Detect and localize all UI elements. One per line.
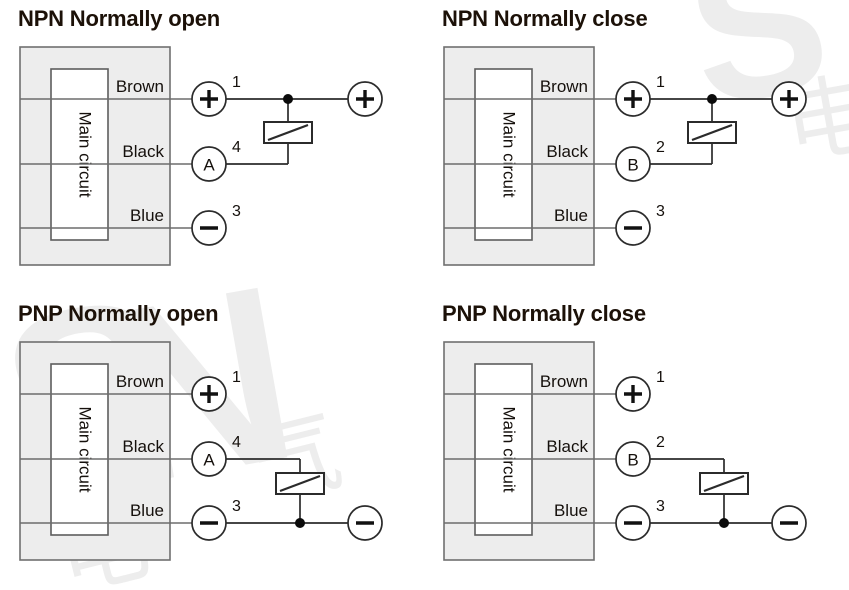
terminal-number-4: 4 <box>232 434 241 451</box>
main-circuit-box <box>474 68 533 241</box>
wire-label-blue: Blue <box>554 206 588 225</box>
terminal-number-1: 1 <box>656 74 665 91</box>
junction-dot <box>283 94 293 104</box>
terminal-number-1: 1 <box>232 74 241 91</box>
panel-title: NPN Normally close <box>442 6 648 31</box>
main-circuit-box <box>474 363 533 536</box>
wire-label-blue: Blue <box>554 501 588 520</box>
relay-slash-icon <box>703 474 745 493</box>
panel-title: PNP Normally open <box>18 301 219 326</box>
terminal-number-3: 3 <box>656 498 665 515</box>
wire-label-brown: Brown <box>540 372 588 391</box>
wire-label-blue: Blue <box>130 501 164 520</box>
relay-slash-icon <box>691 123 733 142</box>
main-circuit-box <box>50 68 109 241</box>
wire-label-black: Black <box>122 142 164 161</box>
terminal-number-2: 2 <box>656 139 665 156</box>
terminal-number-3: 3 <box>656 203 665 220</box>
terminal-number-3: 3 <box>232 203 241 220</box>
wire-label-black: Black <box>122 437 164 456</box>
panel-title: NPN Normally open <box>18 6 220 31</box>
junction-dot <box>719 518 729 528</box>
junction-dot <box>707 94 717 104</box>
wire-label-black: Black <box>546 437 588 456</box>
wire-label-brown: Brown <box>116 77 164 96</box>
wire-label-black: Black <box>546 142 588 161</box>
terminal-number-4: 4 <box>232 139 241 156</box>
wire-label-blue: Blue <box>130 206 164 225</box>
terminal-number-1: 1 <box>656 369 665 386</box>
terminal-number-1: 1 <box>232 369 241 386</box>
terminal-number-2: 2 <box>656 434 665 451</box>
main-circuit-label: Main circuit <box>76 407 95 493</box>
terminal-number-3: 3 <box>232 498 241 515</box>
terminal-letter: B <box>627 156 638 175</box>
wire-label-brown: Brown <box>540 77 588 96</box>
main-circuit-label: Main circuit <box>500 407 519 493</box>
main-circuit-label: Main circuit <box>76 112 95 198</box>
terminal-letter: A <box>203 156 215 175</box>
terminal-letter: B <box>627 451 638 470</box>
wire-label-brown: Brown <box>116 372 164 391</box>
junction-dot <box>295 518 305 528</box>
main-circuit-box <box>50 363 109 536</box>
main-circuit-label: Main circuit <box>500 112 519 198</box>
terminal-letter: A <box>203 451 215 470</box>
relay-slash-icon <box>279 474 321 493</box>
relay-slash-icon <box>267 123 309 142</box>
panel-title: PNP Normally close <box>442 301 646 326</box>
